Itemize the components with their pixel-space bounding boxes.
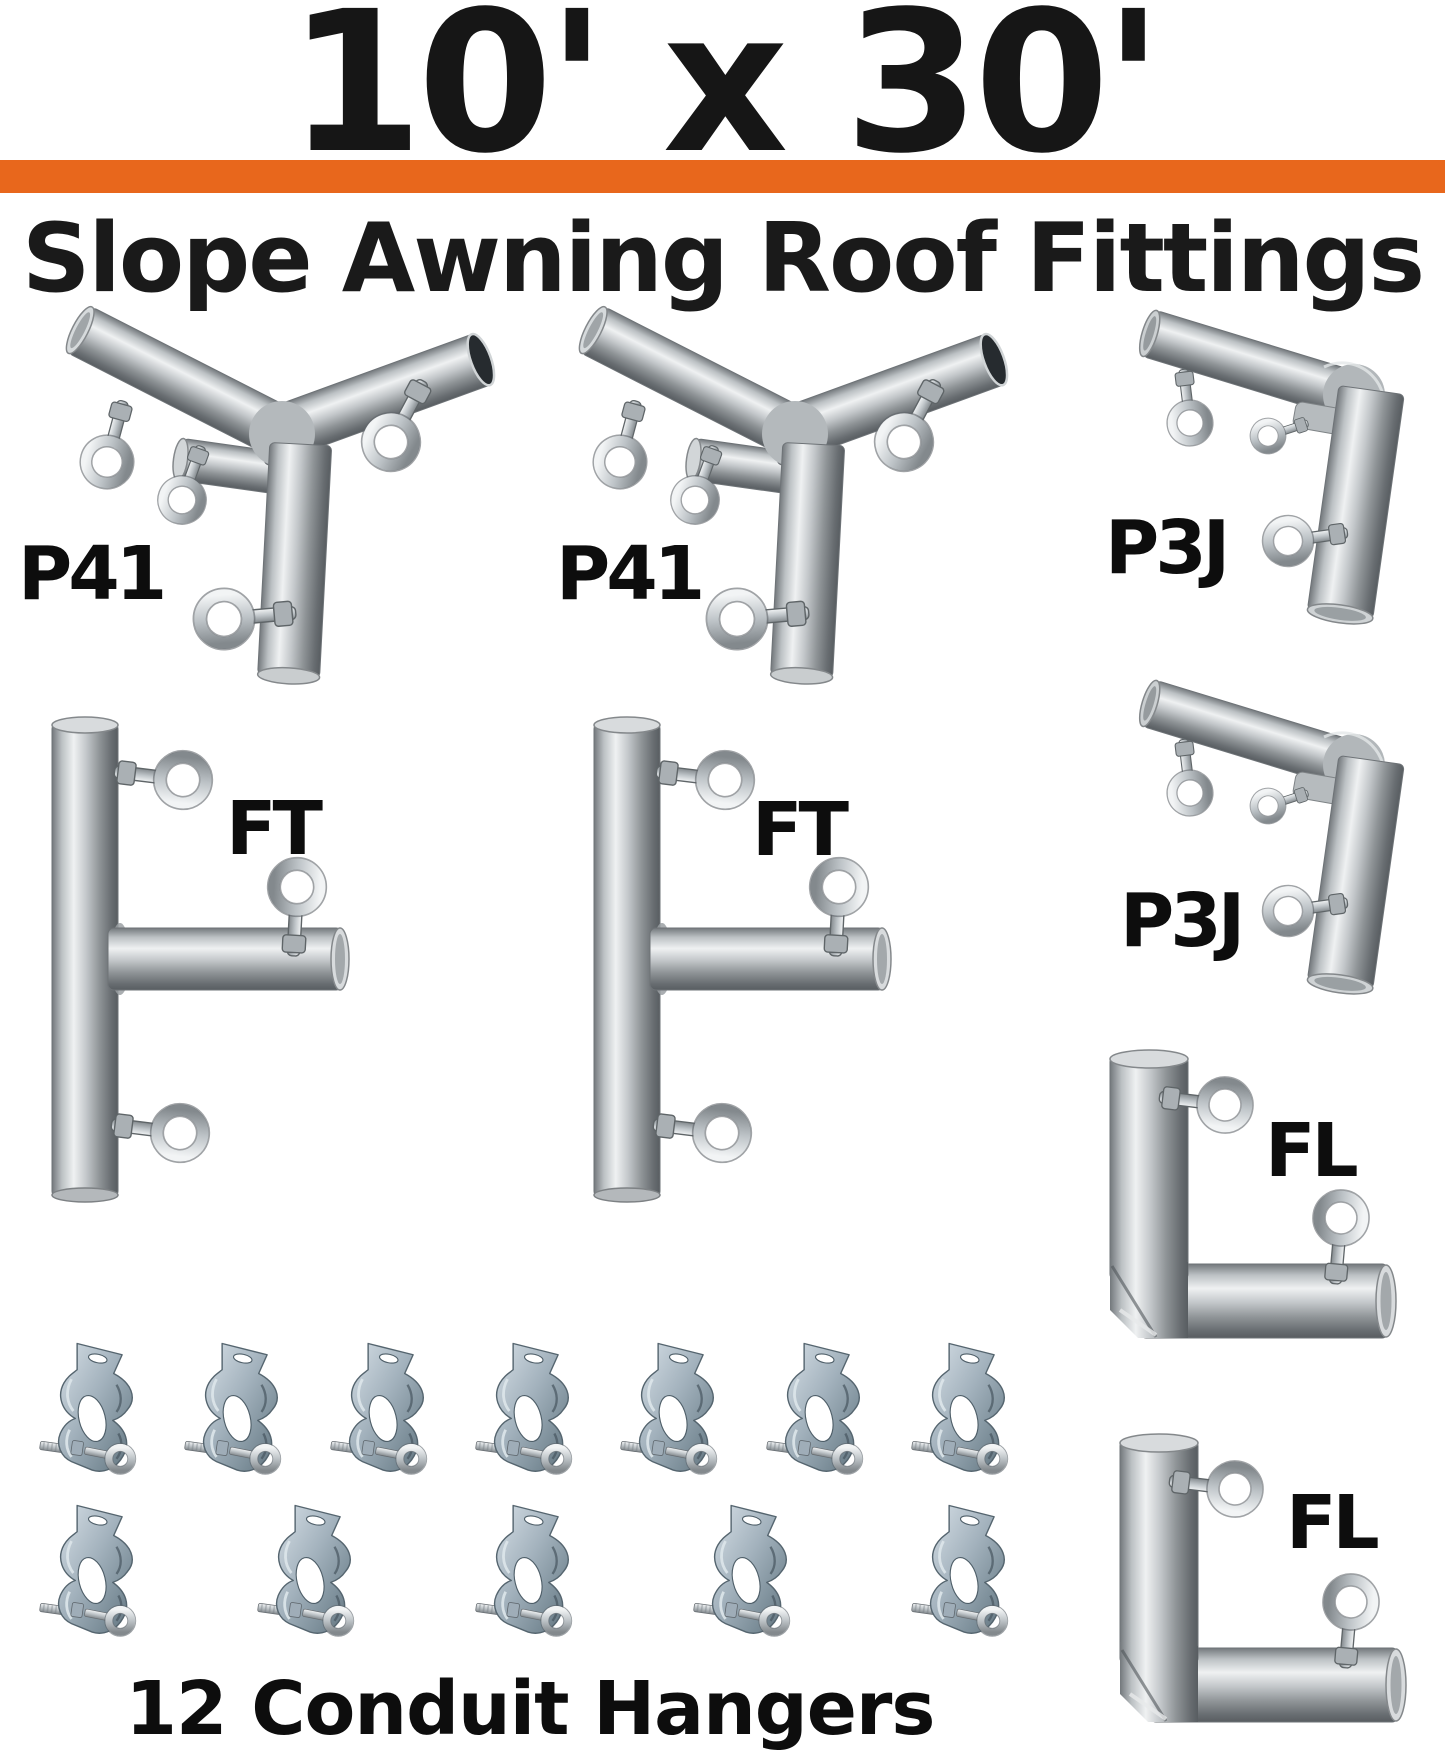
ft-fitting-illustration [592, 715, 892, 1205]
fl-fitting-illustration [1108, 1432, 1408, 1722]
conduit-hanger-illustration [248, 1498, 376, 1648]
conduit-hanger-photo [321, 1336, 449, 1486]
conduit-hanger-photo [902, 1336, 1030, 1486]
conduit-hanger-illustration [466, 1498, 594, 1648]
hanger-count-caption: 12 Conduit Hangers [125, 1666, 936, 1752]
conduit-hanger-photo [902, 1498, 1030, 1648]
conduit-hanger-photo [684, 1498, 812, 1648]
conduit-hanger-illustration [30, 1336, 158, 1486]
p41-fitting-illustration [563, 282, 993, 682]
subtitle: Slope Awning Roof Fittings [21, 204, 1425, 314]
label-ft-left: FT [226, 786, 323, 872]
conduit-hanger-illustration [30, 1498, 158, 1648]
conduit-hanger-photo [466, 1336, 594, 1486]
conduit-hanger-grid [30, 1336, 1030, 1648]
label-p41-left: P41 [18, 531, 167, 617]
p41-fitting-photo-right [563, 282, 993, 682]
conduit-hanger-photo [30, 1498, 158, 1648]
conduit-hanger-illustration [466, 1336, 594, 1486]
label-p3j-top: P3J [1105, 505, 1230, 591]
label-p41-right: P41 [556, 531, 705, 617]
p41-fitting-photo-left [50, 282, 480, 682]
label-fl-upper: FL [1265, 1108, 1359, 1194]
conduit-hanger-illustration [684, 1498, 812, 1648]
conduit-hanger-illustration [757, 1336, 885, 1486]
conduit-hanger-illustration [902, 1498, 1030, 1648]
conduit-hanger-photo [30, 1336, 158, 1486]
conduit-hanger-illustration [321, 1336, 449, 1486]
conduit-hanger-illustration [902, 1336, 1030, 1486]
conduit-hanger-illustration [611, 1336, 739, 1486]
conduit-hanger-photo [611, 1336, 739, 1486]
ft-fitting-photo-right [592, 715, 892, 1205]
label-ft-right: FT [752, 787, 849, 873]
orange-divider-bar [0, 160, 1445, 193]
conduit-hanger-photo [175, 1336, 303, 1486]
fl-fitting-photo-lower [1108, 1432, 1408, 1722]
conduit-hanger-photo [248, 1498, 376, 1648]
conduit-hanger-illustration [175, 1336, 303, 1486]
label-fl-lower: FL [1286, 1480, 1380, 1566]
label-p3j-middle: P3J [1120, 878, 1245, 964]
conduit-hanger-photo [466, 1498, 594, 1648]
conduit-hanger-photo [757, 1336, 885, 1486]
p41-fitting-illustration [50, 282, 480, 682]
